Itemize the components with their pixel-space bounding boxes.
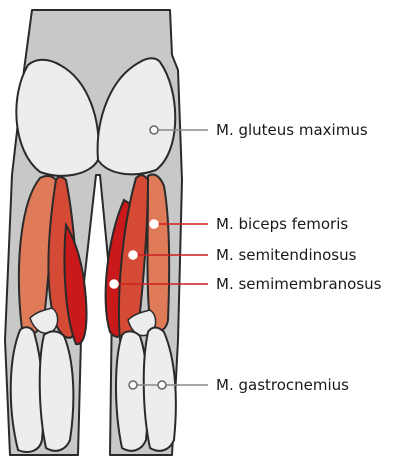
gastrocnemius-left-medial [40,331,74,450]
label-biceps-femoris: M. biceps femoris [216,215,348,233]
label-semimembranosus: M. semimembranosus [216,275,382,293]
marker-semitendinosus [129,251,137,259]
label-semitendinosus: M. semitendinosus [216,246,357,264]
marker-gastrocnemius-medial [129,381,137,389]
marker-semimembranosus [110,280,118,288]
marker-gluteus [150,126,158,134]
biceps-femoris-right [148,174,170,330]
label-gluteus-maximus: M. gluteus maximus [216,121,368,139]
label-gastrocnemius: M. gastrocnemius [216,376,349,394]
marker-gastrocnemius-lateral [158,381,166,389]
marker-biceps [150,220,158,228]
